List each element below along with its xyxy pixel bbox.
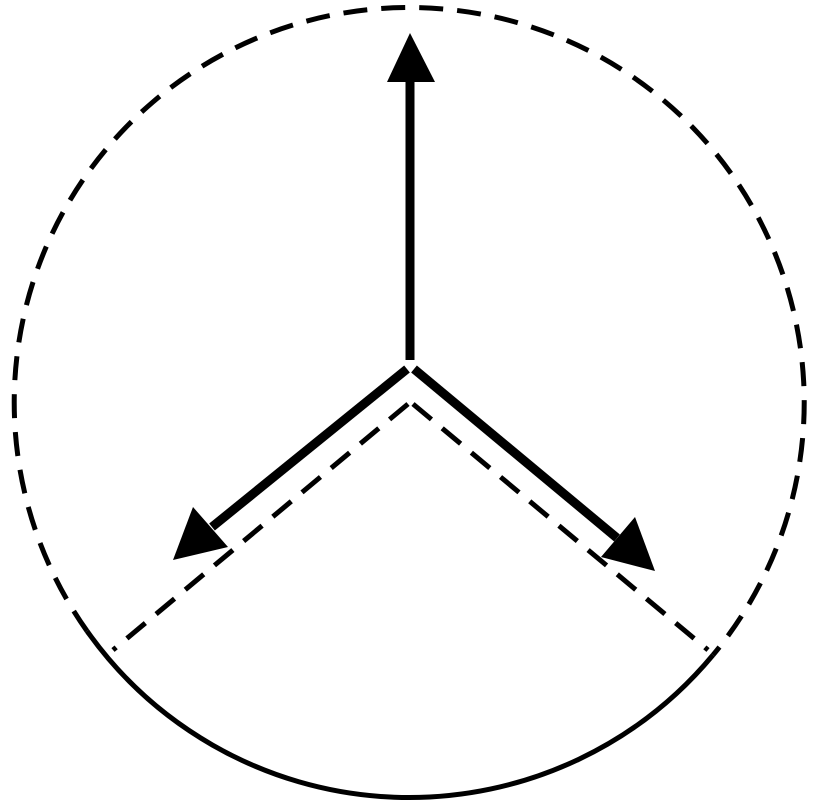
lower-right-arrow-shaft [411,365,620,542]
up-arrow-head [387,33,435,82]
left-dashed-sector-line [111,402,410,652]
right-dashed-sector-line [411,402,710,652]
lower-right-arrow-head [601,517,655,571]
lower-left-arrow-head [173,507,228,560]
up-arrow [387,33,435,360]
lower-left-arrow-shaft [209,365,410,531]
circle-solid-bottom-arc [84,629,715,801]
circle-dashed-outline [11,5,807,657]
lower-right-arrow [411,365,655,571]
lower-left-arrow [173,365,410,560]
